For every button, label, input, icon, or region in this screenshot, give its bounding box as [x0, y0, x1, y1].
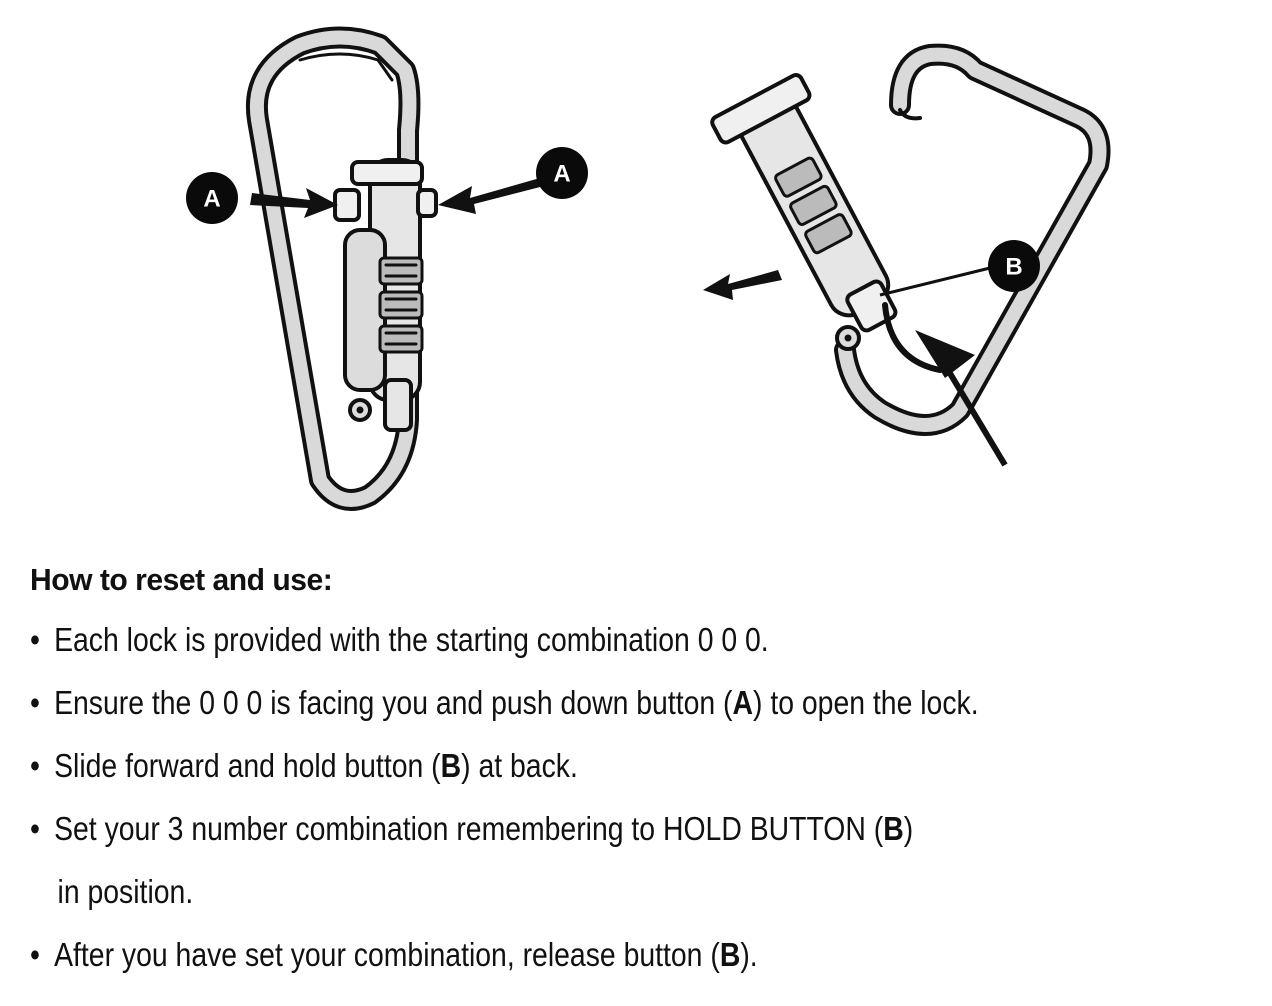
callout-badge-b: [988, 240, 1040, 292]
instruction-step-continuation: in position.: [57, 873, 194, 910]
instruction-step: • Ensure the 0 0 0 is facing you and pus…: [30, 671, 1088, 734]
bullet-icon: •: [30, 747, 40, 784]
button-ref-a: A: [732, 684, 754, 721]
callout-label-a-right: A: [553, 161, 570, 188]
arrow-left-icon: [438, 178, 544, 214]
instruction-step: • After you have set your combination, r…: [30, 923, 1088, 986]
button-ref-b: B: [440, 747, 462, 784]
callout-label-b: B: [1005, 254, 1022, 281]
instructions-heading: How to reset and use:: [30, 562, 333, 597]
callout-badge-a-right: [536, 147, 588, 199]
callout-leader-b: [879, 266, 991, 297]
bullet-icon: •: [30, 936, 40, 973]
instruction-step: • Set your 3 number combination remember…: [30, 797, 1088, 860]
button-ref-b: B: [719, 936, 741, 973]
bullet-icon: •: [30, 621, 40, 658]
slide-arrow-icon: [703, 270, 782, 300]
bullet-icon: •: [30, 810, 40, 847]
carabiner-right: [710, 43, 1111, 436]
callout-label-a-left: A: [203, 186, 220, 213]
instruction-step: • Each lock is provided with the startin…: [30, 608, 1088, 671]
pointer-arrow-line: [942, 363, 1008, 467]
bullet-icon: •: [30, 684, 40, 721]
instruction-steps: • Each lock is provided with the startin…: [30, 608, 1260, 986]
button-ref-b: B: [883, 810, 904, 847]
instructions-panel: How to reset and use: • Each lock is pro…: [30, 562, 1260, 986]
carabiner-left: [245, 26, 438, 511]
arrow-left-icon: [250, 188, 338, 218]
carabiner-illustration: A A B: [186, 26, 1111, 511]
arrow-up-left-icon: [915, 330, 975, 378]
instruction-step: • Slide forward and hold button (B) at b…: [30, 734, 1088, 797]
callout-badge-a-left: [186, 172, 238, 224]
